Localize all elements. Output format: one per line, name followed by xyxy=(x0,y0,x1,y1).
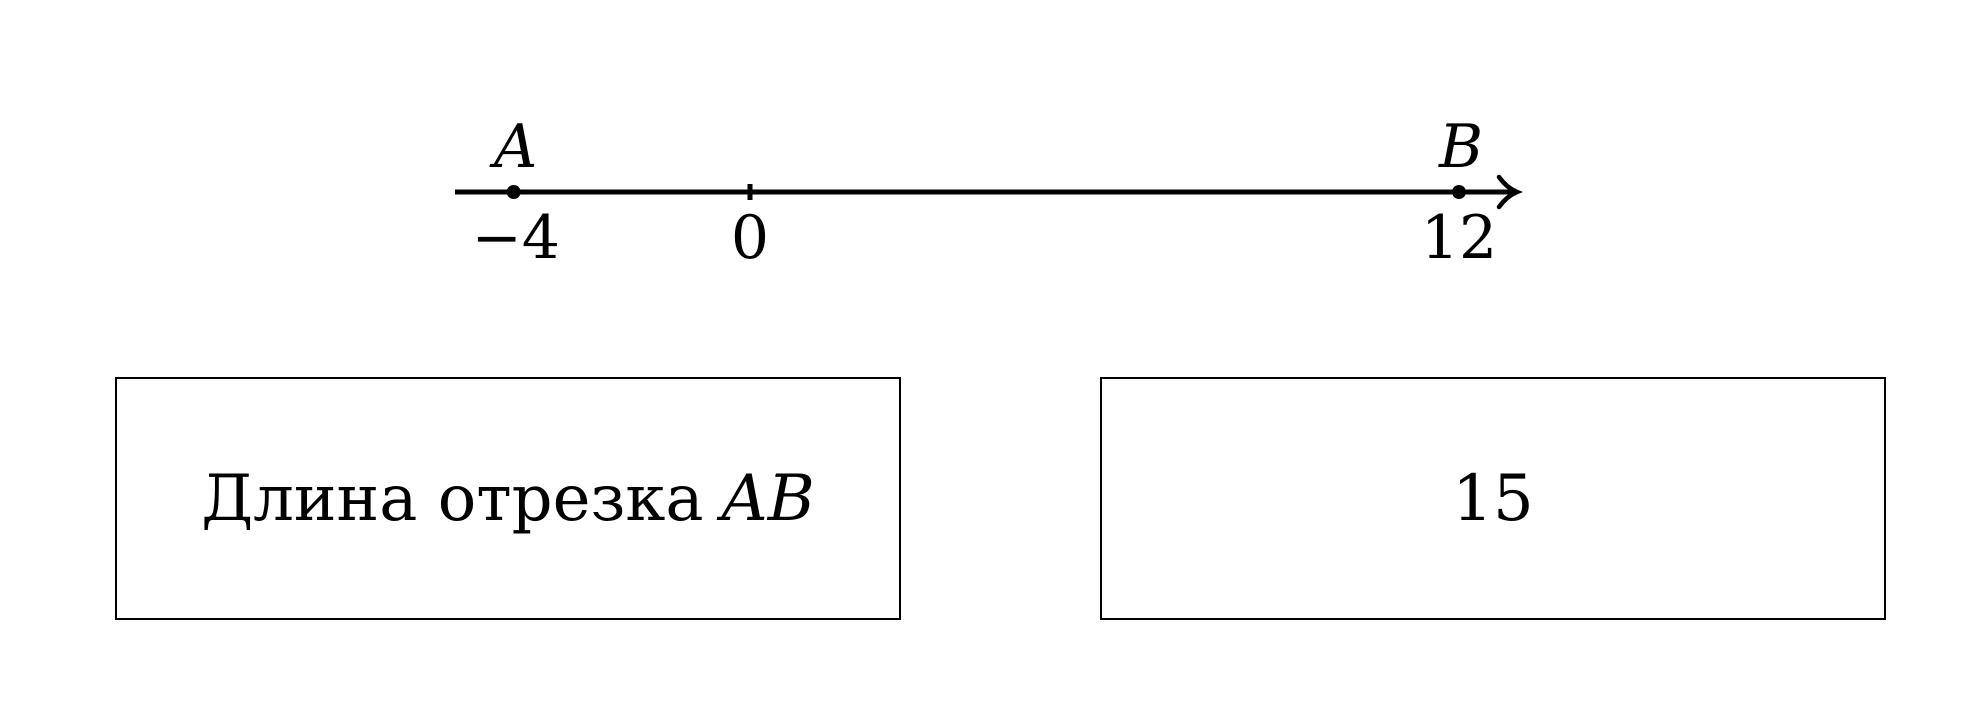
tick-label: −4 xyxy=(471,203,559,273)
point-label-b: B xyxy=(1438,112,1483,182)
number-line: −4 A 0 12 B xyxy=(455,112,1524,273)
segment-length-box: Длина отрезка AB xyxy=(115,377,901,620)
tick-label: 12 xyxy=(1421,203,1497,273)
segment-name: AB xyxy=(721,461,815,536)
answer-value: 15 xyxy=(1452,461,1534,536)
tick-label: 0 xyxy=(731,203,769,273)
segment-length-text: Длина отрезка xyxy=(201,461,704,536)
point-label-a: A xyxy=(489,112,537,182)
point-dot-a xyxy=(506,185,521,199)
answer-value-box: 15 xyxy=(1100,377,1886,620)
point-dot-b xyxy=(1452,185,1466,199)
axis-arrowhead xyxy=(1496,174,1524,210)
